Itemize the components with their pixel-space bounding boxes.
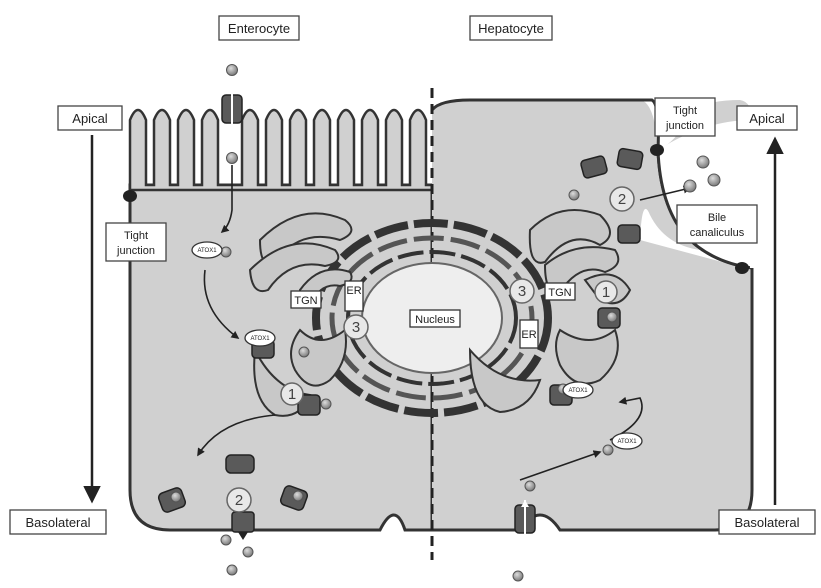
svg-text:Apical: Apical <box>72 111 108 126</box>
svg-text:1: 1 <box>288 386 296 403</box>
svg-text:ATOX1: ATOX1 <box>250 336 270 342</box>
atox1-chaperone-3: ATOX1 <box>563 382 593 398</box>
svg-text:3: 3 <box>352 319 360 336</box>
tight-junction-dot-right-top <box>650 144 664 156</box>
ctr1-transporter-bottom <box>515 500 535 538</box>
er-label-left: ER <box>345 281 363 311</box>
bile-canaliculus-label: Bile canaliculus <box>677 205 757 243</box>
svg-text:ER: ER <box>346 285 361 297</box>
svg-text:Hepatocyte: Hepatocyte <box>478 21 544 36</box>
step-3-right: 3 <box>510 279 534 303</box>
step-2-right: 2 <box>610 187 634 211</box>
svg-text:2: 2 <box>618 191 626 208</box>
atox1-chaperone-1: ATOX1 <box>192 242 222 258</box>
atp7a-transporter-bottom <box>232 512 254 540</box>
svg-text:Bile: Bile <box>708 212 726 224</box>
svg-text:TGN: TGN <box>294 295 317 307</box>
svg-text:Basolateral: Basolateral <box>734 515 799 530</box>
svg-text:ATOX1: ATOX1 <box>568 388 588 394</box>
svg-text:Apical: Apical <box>749 111 785 126</box>
svg-text:TGN: TGN <box>548 287 571 299</box>
svg-text:Tight: Tight <box>673 105 697 117</box>
svg-text:Basolateral: Basolateral <box>25 515 90 530</box>
basolateral-label-right: Basolateral <box>719 510 815 534</box>
basolateral-label-left: Basolateral <box>10 510 106 534</box>
tgn-label-right: TGN <box>545 283 575 300</box>
svg-text:ATOX1: ATOX1 <box>197 248 217 254</box>
er-label-right: ER <box>520 320 538 348</box>
atox1-chaperone-4: ATOX1 <box>612 433 642 449</box>
svg-text:1: 1 <box>602 284 610 301</box>
svg-text:2: 2 <box>235 492 243 509</box>
step-3-left: 3 <box>344 315 368 339</box>
svg-text:Tight: Tight <box>124 230 148 242</box>
tight-junction-label-left: Tight junction <box>106 223 166 261</box>
step-1-right: 1 <box>595 281 617 303</box>
svg-text:canaliculus: canaliculus <box>690 227 745 239</box>
svg-text:Nucleus: Nucleus <box>415 314 455 326</box>
svg-text:junction: junction <box>116 245 155 257</box>
tight-junction-label-right: Tight junction <box>655 98 715 136</box>
tgn-label-left: TGN <box>291 291 321 308</box>
svg-text:3: 3 <box>518 283 526 300</box>
apical-label-right: Apical <box>737 106 797 130</box>
atox1-chaperone-2: ATOX1 <box>245 330 275 346</box>
nucleus-label: Nucleus <box>410 310 460 327</box>
svg-text:ER: ER <box>521 329 536 341</box>
microvilli <box>130 110 432 190</box>
hepatocyte-label: Hepatocyte <box>470 16 552 40</box>
svg-text:Enterocyte: Enterocyte <box>228 21 290 36</box>
svg-text:junction: junction <box>665 120 704 132</box>
tight-junction-dot-right-bottom <box>735 262 749 274</box>
enterocyte-label: Enterocyte <box>219 16 299 40</box>
apical-label-left: Apical <box>58 106 122 130</box>
svg-text:ATOX1: ATOX1 <box>617 439 637 445</box>
ctr1-transporter-top <box>222 92 242 132</box>
step-1-left: 1 <box>281 383 303 405</box>
tight-junction-dot-left <box>123 190 137 202</box>
step-2-left: 2 <box>227 488 251 512</box>
